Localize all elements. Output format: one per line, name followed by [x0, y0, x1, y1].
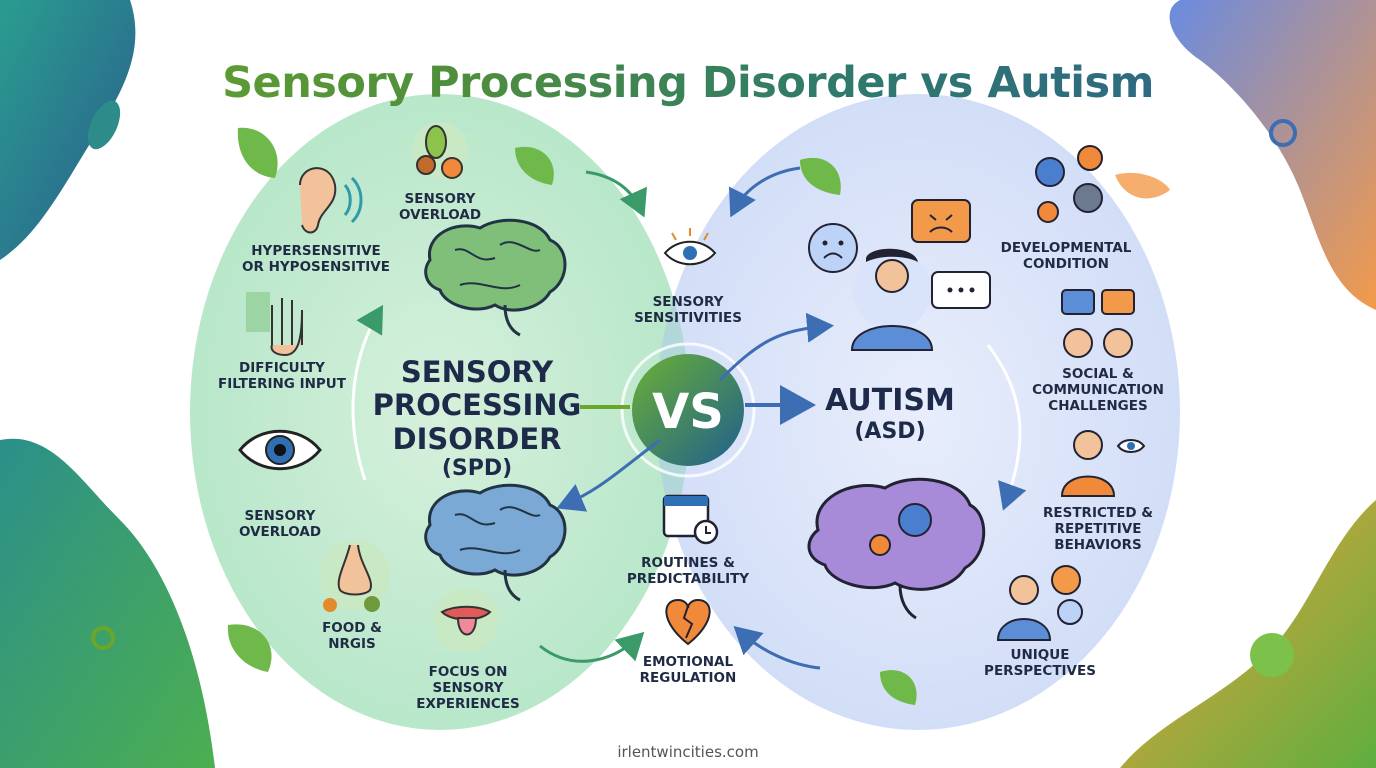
broken-heart-icon: [665, 598, 711, 646]
decor-blob-top-left: [0, 0, 136, 260]
overlap-item-routines: ROUTINES & PREDICTABILITY: [626, 555, 750, 587]
brain-icon-asd: [807, 477, 986, 620]
autism-item-social: SOCIAL & COMMUNICATION CHALLENGES: [1032, 366, 1164, 414]
brain-icon-spd-bottom: [424, 483, 567, 602]
mouth-icon: [434, 588, 498, 652]
decor-circle-left: [91, 626, 115, 650]
spd-abbr: (SPD): [441, 456, 513, 482]
hand-icon: [246, 292, 303, 357]
spd-item-difficulty-filtering: DIFFICULTY FILTERING INPUT: [218, 360, 346, 392]
sensitivity-eye-icon: [663, 228, 717, 266]
arrow-spd-loop: [351, 304, 384, 481]
gears-icon: [1035, 145, 1103, 223]
spd-item-sensory-overload-bottom: SENSORY OVERLOAD: [238, 508, 322, 540]
autism-item-developmental: DEVELOPMENTAL CONDITION: [1000, 240, 1132, 272]
leaf-decor-top-center: [515, 146, 554, 185]
overlap-item-sensitivities: SENSORY SENSITIVITIES: [634, 294, 742, 326]
nose-icon: [320, 540, 390, 612]
autism-item-unique: UNIQUE PERSPECTIVES: [984, 647, 1096, 679]
autism-heading: AUTISM (ASD): [825, 383, 955, 444]
arrow-vs-to-person: [718, 312, 834, 382]
spd-heading-line1: SENSORY: [400, 355, 554, 389]
leaf-decor-bottom-center: [880, 670, 917, 705]
leaf-decor-right: [1115, 172, 1170, 199]
fruit-icon: [412, 122, 468, 179]
overlap-item-emotional: EMOTIONAL REGULATION: [639, 654, 737, 686]
person-icon: [850, 248, 934, 351]
angry-bubble-icon: [911, 199, 971, 243]
spd-circle: [190, 94, 690, 730]
decor-dot-green: [1250, 633, 1294, 677]
chat-bubble-icon: [931, 271, 991, 309]
page-title: Sensory Processing Disorder vs Autism: [0, 58, 1376, 108]
decor-blob-bottom-right: [1120, 500, 1376, 768]
leaf-decor-top-right: [800, 157, 841, 195]
decor-blob-bottom-left: [0, 438, 215, 768]
spd-item-hypersensitive: HYPERSENSITIVE OR HYPOSENSITIVE: [242, 243, 390, 275]
arrow-leaf-to-overlap: [585, 170, 647, 218]
decor-circle-right: [1269, 119, 1297, 147]
spd-item-focus-sensory: FOCUS ON SENSORY EXPERIENCES: [416, 664, 520, 712]
footer-source: irlentwincities.com: [617, 743, 759, 761]
confused-person-icon: [996, 565, 1083, 641]
leaf-decor-bottom-left: [227, 624, 272, 672]
autism-heading-text: AUTISM: [825, 383, 955, 418]
vs-text: VS: [652, 384, 724, 440]
spd-heading-line2: PROCESSING: [372, 388, 582, 423]
spd-heading: SENSORY PROCESSING DISORDER (SPD): [372, 355, 582, 482]
vs-badge: [632, 354, 744, 466]
vs-ring: [620, 342, 756, 478]
social-chat-icon: [1061, 289, 1135, 358]
decor-blob-small-left: [87, 100, 121, 150]
leaf-decor-top-left: [237, 127, 278, 178]
ear-icon: [299, 167, 363, 234]
arrow-autism-brain-to-regulation: [733, 625, 821, 670]
arrow-vs-to-brain: [556, 438, 661, 512]
brain-icon-spd-top: [424, 218, 567, 337]
spd-heading-line3: DISORDER: [392, 421, 562, 456]
eye-icon: [238, 429, 322, 471]
autism-item-restricted: RESTRICTED & REPETITIVE BEHAVIORS: [1043, 505, 1153, 553]
spd-item-sensory-overload-top: SENSORY OVERLOAD: [398, 191, 482, 223]
asd-circle: [656, 94, 1180, 730]
calendar-clock-icon: [662, 494, 719, 545]
sad-face-icon: [808, 223, 858, 273]
spd-item-food: FOOD & NRGIS: [322, 620, 382, 652]
arrow-autism-to-overlap: [728, 166, 801, 218]
arrow-asd-loop: [986, 344, 1027, 511]
arrow-tongue-to-regulation: [539, 631, 645, 663]
decor-blob-top-right: [1169, 0, 1376, 310]
person-eye-icon: [1060, 430, 1146, 497]
autism-abbr: (ASD): [854, 418, 926, 444]
